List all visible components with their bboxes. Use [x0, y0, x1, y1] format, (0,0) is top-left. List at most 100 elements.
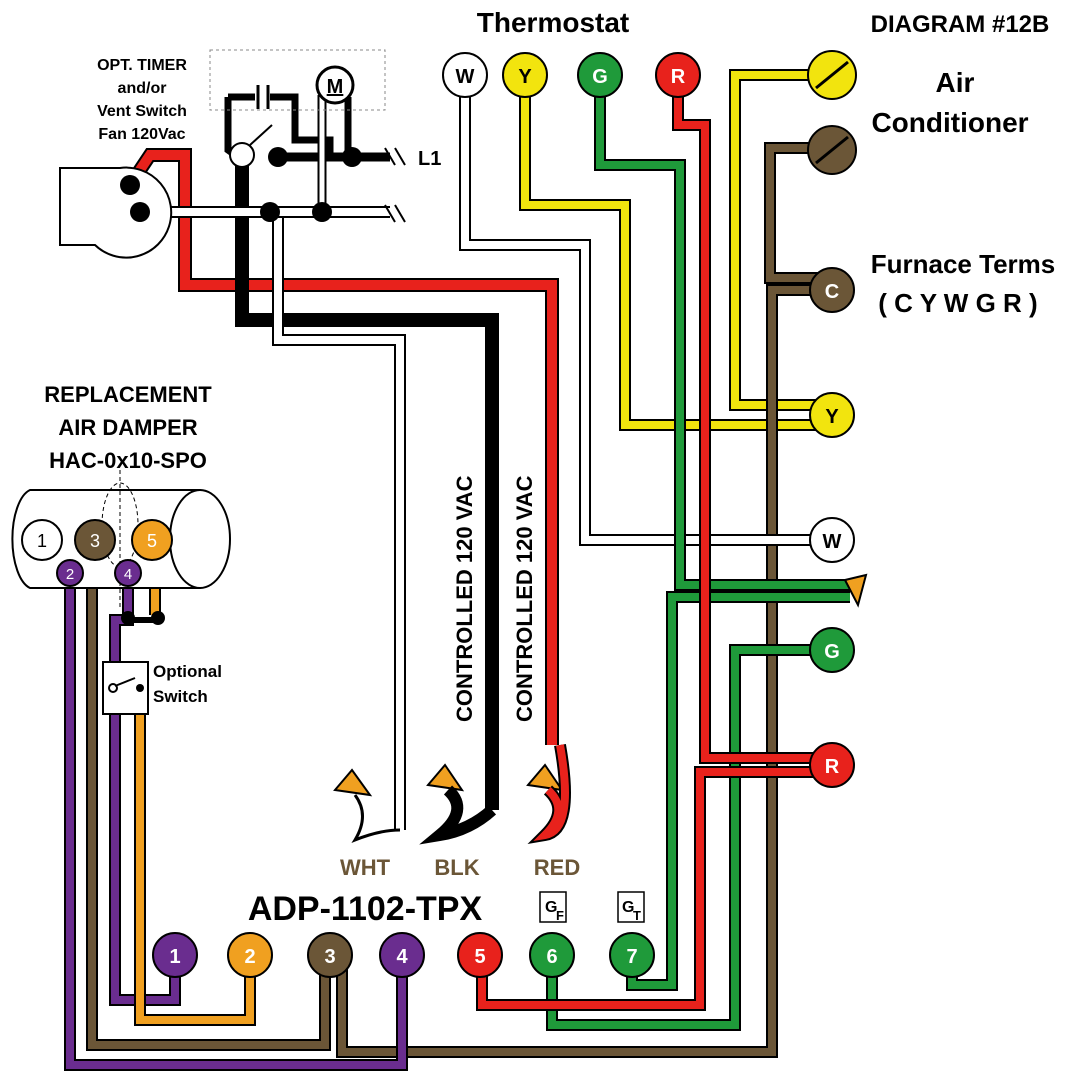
fan-label-1: OPT. TIMER [97, 57, 187, 74]
thermostat-terminals: W Y G R [442, 52, 701, 98]
wire-nut-icon [843, 573, 868, 608]
ac-terminals [807, 50, 857, 175]
furnace-terminals: C Y W G R [809, 267, 868, 788]
thermostat-terminal-r [655, 52, 701, 98]
junction-dot [312, 202, 332, 222]
svg-text:7: 7 [626, 946, 637, 968]
fan-icon [59, 166, 173, 259]
svg-text:G: G [824, 641, 840, 663]
damper-terminal-1 [21, 519, 63, 561]
furnace-terminal-r [809, 742, 855, 788]
damper-terminal-4 [114, 559, 142, 587]
junction-dot [151, 611, 165, 625]
fan-assembly: M L1 OPT. TIMER and/or Vent Switch Fan 1… [59, 49, 441, 259]
gf-label-box [539, 891, 567, 923]
svg-text:6: 6 [546, 946, 557, 968]
wire-brown-ac [336, 142, 832, 1058]
furnace-terminal-y [809, 392, 855, 438]
controller-terminal-3 [307, 932, 353, 978]
furnace-title: Furnace Terms [871, 249, 1055, 279]
break-icon [384, 204, 406, 223]
controller-terminal-4 [379, 932, 425, 978]
svg-text:Y: Y [825, 406, 839, 428]
svg-text:5: 5 [147, 531, 157, 551]
wire-nut-icon [526, 763, 565, 792]
damper-terminal-2 [56, 559, 84, 587]
leads: WHT BLK RED [333, 743, 580, 880]
svg-text:1: 1 [37, 531, 47, 551]
svg-text:R: R [671, 66, 686, 88]
controlled-label-black: CONTROLLED 120 VAC [452, 475, 477, 722]
junction-dot [268, 147, 288, 167]
svg-text:3: 3 [90, 531, 100, 551]
motor-label: M [327, 76, 344, 98]
damper-terminal-3 [74, 519, 116, 561]
furnace-terminal-c [809, 267, 855, 313]
fan-label-2: and/or [118, 80, 167, 97]
damper-terminal-5 [131, 519, 173, 561]
lead-label-red: RED [534, 855, 580, 880]
svg-text:Y: Y [518, 66, 532, 88]
svg-text:2: 2 [66, 566, 74, 583]
junction-dot [342, 147, 362, 167]
controller-terminal-6 [529, 932, 575, 978]
thermostat-terminal-g [577, 52, 623, 98]
damper: REPLACEMENT AIR DAMPER HAC-0x10-SPO 1 3 … [11, 382, 231, 625]
switch-contact [229, 142, 255, 168]
ac-title-1: Air [936, 67, 975, 98]
wire-red-controlled [124, 148, 559, 745]
switch-label-2: Switch [153, 687, 208, 706]
svg-text:G: G [622, 899, 634, 916]
controlled-label-red: CONTROLLED 120 VAC [512, 475, 537, 722]
svg-text:W: W [456, 66, 475, 88]
controller-terminal-1 [152, 932, 198, 978]
wire-green-furnace [546, 644, 832, 1031]
svg-text:4: 4 [396, 946, 408, 968]
switch-blade [249, 124, 273, 146]
svg-text:T: T [633, 908, 641, 923]
junction-dot [260, 202, 280, 222]
svg-text:3: 3 [324, 946, 335, 968]
svg-text:C: C [825, 281, 839, 303]
junction-dot [121, 611, 135, 625]
svg-text:1: 1 [169, 946, 180, 968]
wire-red-furnace [476, 766, 832, 1011]
furnace-subtitle: ( C Y W G R ) [878, 288, 1037, 318]
wire-white-thermostat [459, 75, 832, 546]
wire-white-controlled [272, 212, 406, 830]
break-icon [384, 147, 406, 166]
controller: ADP-1102-TPX G F G T 1 2 3 4 5 6 7 [152, 890, 655, 978]
wire-red-thermostat [672, 75, 832, 764]
fan-label-3: Vent Switch [97, 103, 187, 120]
wire-brown-damper-3 [86, 555, 331, 1051]
controller-terminal-2 [227, 932, 273, 978]
fan-label-4: Fan 120Vac [98, 126, 185, 143]
line-label: L1 [418, 148, 441, 170]
damper-title-2: AIR DAMPER [58, 415, 197, 440]
svg-text:W: W [823, 531, 842, 553]
thermostat-title: Thermostat [477, 7, 629, 38]
wire-nut-icon [426, 763, 465, 792]
lead-label-blk: BLK [434, 855, 479, 880]
wire-purple-damper-2 [64, 575, 408, 1071]
svg-text:4: 4 [124, 566, 132, 583]
fan-terminal [130, 202, 150, 222]
controller-terminal-7 [609, 932, 655, 978]
optional-switch: Optional Switch [102, 661, 222, 715]
svg-text:2: 2 [244, 946, 255, 968]
damper-title-1: REPLACEMENT [44, 382, 212, 407]
furnace-terminal-w [809, 517, 855, 563]
switch-label-1: Optional [153, 662, 222, 681]
furnace-terminal-g [809, 627, 855, 673]
ac-title-2: Conditioner [871, 107, 1028, 138]
svg-text:F: F [556, 908, 564, 923]
wire-yellow-thermostat [519, 75, 832, 431]
gt-label-box [617, 891, 645, 923]
thermostat-terminal-w [442, 52, 488, 98]
svg-text:5: 5 [474, 946, 485, 968]
damper-title-3: HAC-0x10-SPO [49, 448, 207, 473]
thermostat-terminal-y [502, 52, 548, 98]
lead-label-wht: WHT [340, 855, 391, 880]
timer-box [209, 49, 386, 111]
